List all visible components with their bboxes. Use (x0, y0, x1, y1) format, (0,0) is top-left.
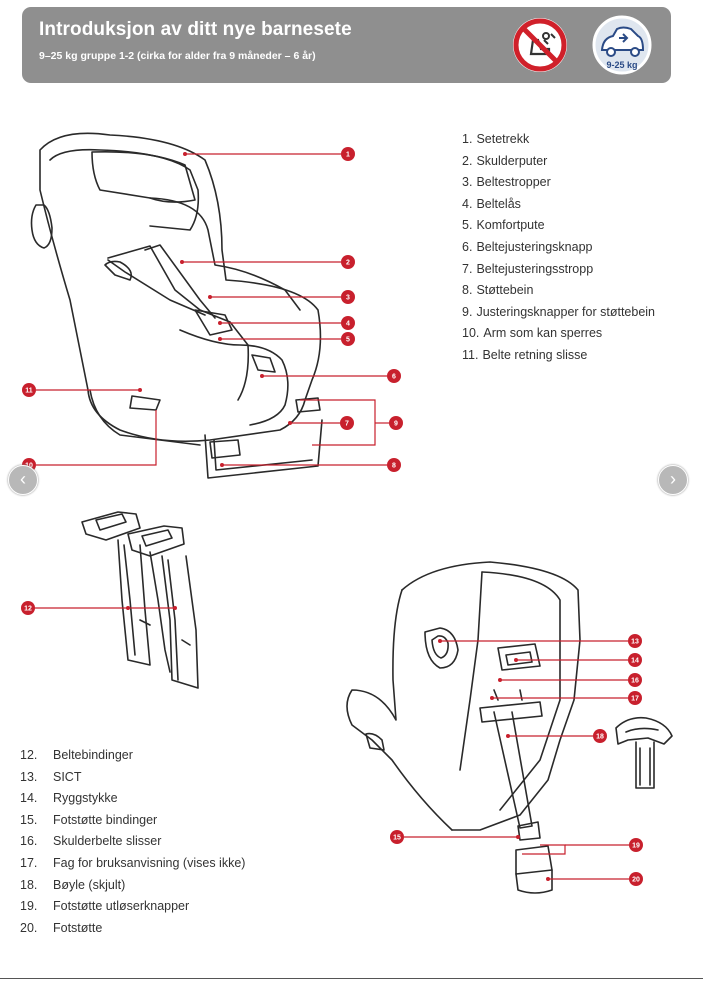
list-item: 9.Justeringsknapper for støttebein (462, 304, 656, 319)
list-item: 11.Belte retning slisse (462, 347, 588, 362)
svg-text:19: 19 (632, 843, 640, 850)
svg-text:14: 14 (631, 658, 639, 665)
list-item: 14.Ryggstykke (20, 791, 118, 806)
svg-text:2: 2 (346, 260, 350, 267)
svg-text:15: 15 (393, 835, 401, 842)
page-title: Introduksjon av ditt nye barnesete (39, 19, 352, 40)
svg-text:12: 12 (24, 606, 32, 613)
callout-16: 16 (628, 673, 642, 687)
callout-1: 1 (341, 147, 355, 161)
list-item: 4.Beltelås (462, 196, 521, 211)
svg-text:1: 1 (346, 152, 350, 159)
no-airbag-icon (513, 18, 567, 72)
list-item: 18.Bøyle (skjult) (20, 877, 126, 892)
svg-text:16: 16 (631, 678, 639, 685)
callout-15: 15 (390, 830, 404, 844)
list-item: 2.Skulderputer (462, 153, 548, 168)
car-seat-back-illustration (346, 561, 581, 894)
callout-5: 5 (341, 332, 355, 346)
header-banner: Introduksjon av ditt nye barnesete 9–25 … (22, 7, 671, 83)
svg-text:3: 3 (346, 295, 350, 302)
callout-7: 7 (340, 416, 354, 430)
callouts: 1 2 3 4 5 6 7 9 8 11 10 12 13 14 16 17 1… (21, 147, 643, 886)
callout-18: 18 (593, 729, 607, 743)
leader-lines (34, 153, 629, 880)
svg-text:5: 5 (346, 337, 350, 344)
belt-bindings-illustration (81, 511, 199, 689)
list-item: 7.Beltejusteringsstropp (462, 261, 594, 276)
svg-text:18: 18 (596, 734, 604, 741)
callout-4: 4 (341, 316, 355, 330)
callout-6: 6 (387, 369, 401, 383)
callout-12: 12 (21, 601, 35, 615)
prev-page-button[interactable]: ‹ (8, 465, 38, 495)
callout-20: 20 (629, 872, 643, 886)
svg-text:20: 20 (632, 877, 640, 884)
list-item: 15.Fotstøtte bindinger (20, 812, 158, 827)
list-item: 5.Komfortpute (462, 218, 545, 233)
svg-text:11: 11 (25, 388, 33, 395)
list-item: 1.Setetrekk (462, 132, 530, 146)
callout-14: 14 (628, 653, 642, 667)
list-item: 17.Fag for bruksanvisning (vises ikke) (20, 855, 246, 870)
list-item: 19.Fotstøtte utløserknapper (20, 899, 190, 914)
list-item: 3.Beltestropper (462, 175, 551, 190)
weight-badge: 9-25 kg (606, 60, 637, 70)
callout-13: 13 (628, 634, 642, 648)
svg-text:8: 8 (392, 463, 396, 470)
callout-8: 8 (387, 458, 401, 472)
callout-3: 3 (341, 290, 355, 304)
parts-list-bottom: 12.Beltebindinger 13.SICT 14.Ryggstykke … (20, 746, 245, 940)
parts-list-top: 1.Setetrekk 2.Skulderputer 3.Beltestropp… (462, 130, 655, 368)
boyle-detail-illustration (615, 716, 673, 789)
list-item: 20.Fotstøtte (20, 920, 103, 935)
svg-text:7: 7 (345, 421, 349, 428)
callout-9: 9 (389, 416, 403, 430)
callout-17: 17 (628, 691, 642, 705)
next-page-button[interactable]: › (658, 465, 688, 495)
list-item: 16.Skulderbelte slisser (20, 834, 162, 849)
svg-text:13: 13 (631, 639, 639, 646)
callout-19: 19 (629, 838, 643, 852)
callout-11: 11 (22, 383, 36, 397)
list-item: 13.SICT (20, 769, 82, 784)
svg-text:6: 6 (392, 374, 396, 381)
list-item: 6.Beltejusteringsknapp (462, 239, 593, 254)
leader-dots (126, 152, 550, 881)
callout-2: 2 (341, 255, 355, 269)
car-weight-icon: 9-25 kg (592, 15, 652, 75)
svg-text:9: 9 (394, 421, 398, 428)
svg-text:17: 17 (631, 696, 639, 703)
list-item: 10.Arm som kan sperres (462, 326, 603, 341)
list-item: 8.Støttebein (462, 283, 534, 298)
bottom-divider (0, 978, 703, 979)
list-item: 12.Beltebindinger (20, 748, 133, 762)
page-subtitle: 9–25 kg gruppe 1-2 (cirka for alder fra … (39, 50, 316, 62)
svg-text:4: 4 (346, 321, 350, 328)
car-seat-front-illustration (30, 132, 323, 479)
